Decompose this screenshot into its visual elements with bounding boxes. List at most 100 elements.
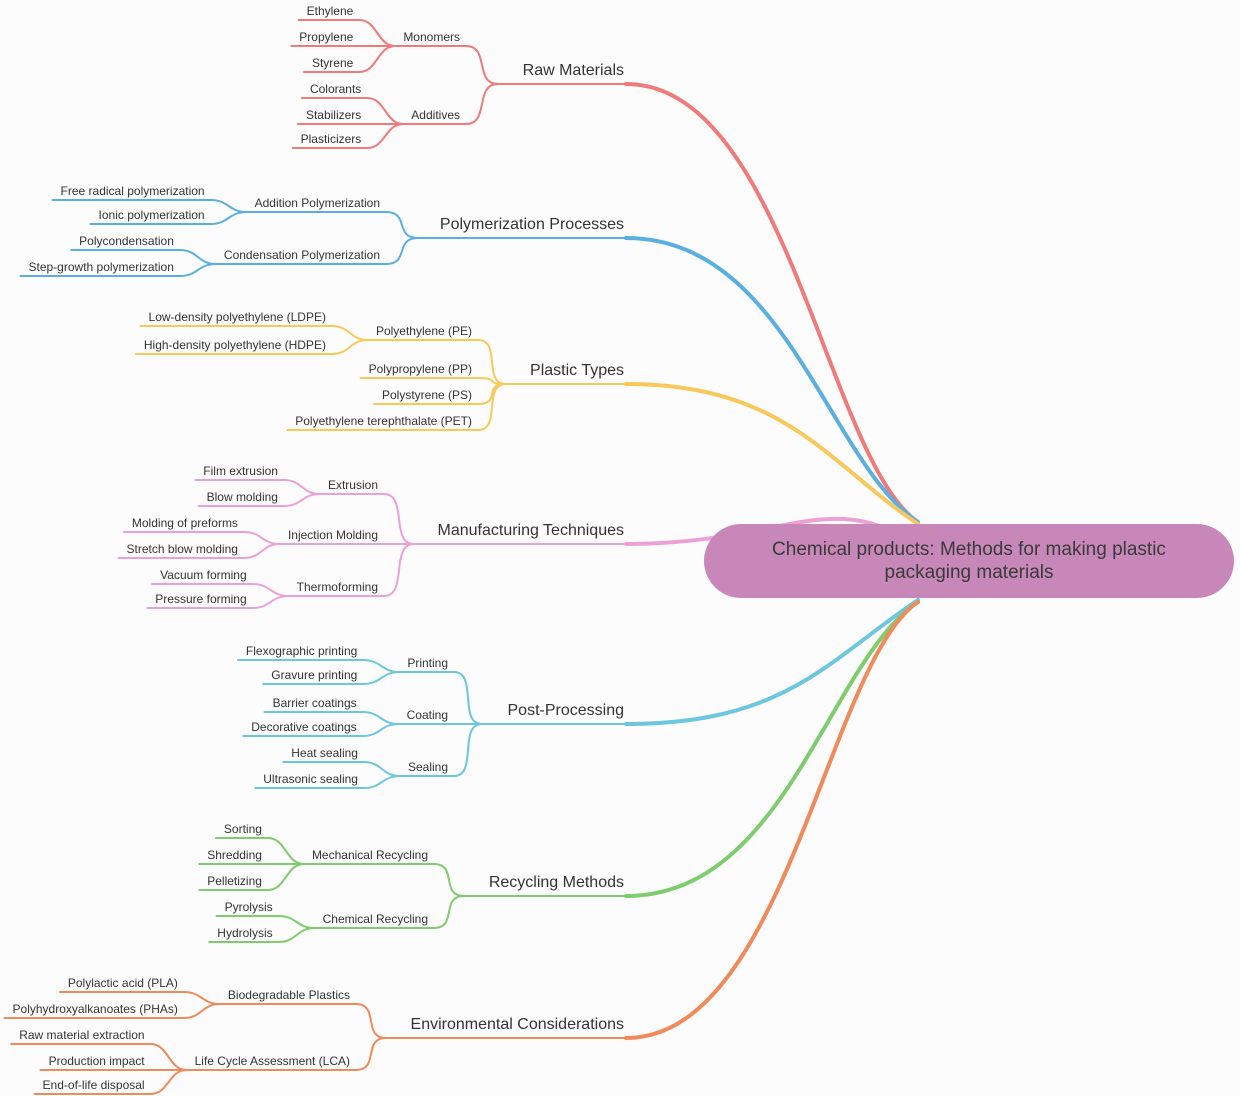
leaf-connector-3-0-0 <box>282 479 321 495</box>
sub-label-4-2[interactable]: Sealing <box>408 760 448 774</box>
sub-label-2-3[interactable]: Polyethylene terephthalate (PET) <box>295 414 472 428</box>
sub-label-2-1[interactable]: Polypropylene (PP) <box>369 362 472 376</box>
leaf-connector-5-0-2 <box>266 863 305 891</box>
sub-label-1-0[interactable]: Addition Polymerization <box>255 196 380 210</box>
leaf-label-4-0-1[interactable]: Gravure printing <box>271 668 357 682</box>
leaf-connector-6-0-1 <box>182 1003 221 1019</box>
leaf-label-6-1-0[interactable]: Raw material extraction <box>19 1028 144 1042</box>
leaf-connector-5-0-0 <box>266 837 305 865</box>
leaf-label-2-0-0[interactable]: Low-density polyethylene (LDPE) <box>149 310 326 324</box>
branch-connector-6 <box>624 600 920 1040</box>
leaf-label-1-0-1[interactable]: Ionic polymerization <box>99 208 205 222</box>
sub-label-6-0[interactable]: Biodegradable Plastics <box>228 988 350 1002</box>
branch-label-1[interactable]: Polymerization Processes <box>440 216 624 233</box>
branch-label-6[interactable]: Environmental Considerations <box>411 1016 624 1033</box>
branch-label-4[interactable]: Post-Processing <box>508 702 625 719</box>
sub-label-6-1[interactable]: Life Cycle Assessment (LCA) <box>195 1054 350 1068</box>
leaf-connector-6-0-0 <box>182 991 221 1005</box>
leaf-label-6-0-1[interactable]: Polyhydroxyalkanoates (PHAs) <box>13 1002 178 1016</box>
leaf-label-2-0-1[interactable]: High-density polyethylene (HDPE) <box>144 338 326 352</box>
sub-label-1-1[interactable]: Condensation Polymerization <box>224 248 380 262</box>
sub-connector-2-1 <box>477 377 507 385</box>
leaf-label-6-0-0[interactable]: Polylactic acid (PLA) <box>68 976 178 990</box>
leaf-label-4-1-1[interactable]: Decorative coatings <box>251 720 356 734</box>
sub-label-5-1[interactable]: Chemical Recycling <box>323 912 428 926</box>
sub-label-5-0[interactable]: Mechanical Recycling <box>312 848 428 862</box>
leaf-label-5-0-2[interactable]: Pelletizing <box>207 874 262 888</box>
leaf-connector-5-1-1 <box>277 927 316 943</box>
branch-label-5[interactable]: Recycling Methods <box>489 874 624 891</box>
sub-label-2-2[interactable]: Polystyrene (PS) <box>382 388 472 402</box>
leaf-label-3-2-1[interactable]: Pressure forming <box>155 592 246 606</box>
leaf-label-0-1-1[interactable]: Stabilizers <box>306 108 361 122</box>
leaf-label-4-0-0[interactable]: Flexographic printing <box>246 644 357 658</box>
leaf-connector-3-2-0 <box>251 583 290 597</box>
leaf-label-0-0-0[interactable]: Ethylene <box>307 4 354 18</box>
leaf-connector-0-1-2 <box>366 123 405 149</box>
sub-connector-1-0 <box>385 211 419 239</box>
leaf-connector-6-1-2 <box>149 1069 188 1095</box>
leaf-connector-0-0-0 <box>358 19 397 47</box>
branch-label-3[interactable]: Manufacturing Techniques <box>438 522 625 539</box>
leaf-label-4-2-1[interactable]: Ultrasonic sealing <box>263 772 358 786</box>
leaf-label-1-1-1[interactable]: Step-growth polymerization <box>29 260 174 274</box>
leaf-label-5-0-1[interactable]: Shredding <box>207 848 262 862</box>
leaf-connector-2-0-0 <box>330 325 369 341</box>
leaf-label-3-1-1[interactable]: Stretch blow molding <box>127 542 238 556</box>
branch-label-2[interactable]: Plastic Types <box>530 362 624 379</box>
leaf-connector-3-2-1 <box>251 595 290 609</box>
sub-label-3-1[interactable]: Injection Molding <box>288 528 378 542</box>
leaf-connector-4-2-1 <box>362 775 401 789</box>
leaf-connector-2-0-1 <box>330 339 369 355</box>
sub-connector-6-1 <box>355 1037 387 1071</box>
sub-label-4-0[interactable]: Printing <box>407 656 448 670</box>
leaf-label-1-1-0[interactable]: Polycondensation <box>79 234 174 248</box>
leaf-label-6-1-2[interactable]: End-of-life disposal <box>43 1078 145 1092</box>
leaf-label-5-1-0[interactable]: Pyrolysis <box>225 900 273 914</box>
leaf-connector-1-0-1 <box>209 211 248 225</box>
leaf-connector-0-0-2 <box>358 45 397 73</box>
leaf-label-3-0-1[interactable]: Blow molding <box>207 490 278 504</box>
sub-connector-5-1 <box>433 895 465 929</box>
leaf-connector-3-0-1 <box>282 493 321 507</box>
leaf-label-3-2-0[interactable]: Vacuum forming <box>160 568 246 582</box>
leaf-label-5-0-0[interactable]: Sorting <box>224 822 262 836</box>
leaf-label-5-1-1[interactable]: Hydrolysis <box>217 926 272 940</box>
leaf-connector-1-0-0 <box>209 199 248 213</box>
leaf-label-6-1-1[interactable]: Production impact <box>49 1054 146 1068</box>
sub-label-3-2[interactable]: Thermoforming <box>297 580 378 594</box>
sub-label-2-0[interactable]: Polyethylene (PE) <box>376 324 472 338</box>
leaf-label-0-0-2[interactable]: Styrene <box>312 56 354 70</box>
leaf-connector-4-2-0 <box>362 761 401 777</box>
leaf-connector-0-1-0 <box>366 97 405 125</box>
leaf-connector-1-1-1 <box>178 263 217 277</box>
leaf-connector-4-1-1 <box>361 723 400 737</box>
leaf-connector-6-1-0 <box>149 1043 188 1071</box>
branch-connector-5 <box>624 600 920 898</box>
sub-label-0-0[interactable]: Monomers <box>403 30 460 44</box>
leaf-label-3-0-0[interactable]: Film extrusion <box>203 464 278 478</box>
sub-label-3-0[interactable]: Extrusion <box>328 478 378 492</box>
branch-connector-1 <box>624 236 920 524</box>
sub-label-4-1[interactable]: Coating <box>407 708 448 722</box>
root-node[interactable]: Chemical products: Methods for making pl… <box>704 524 1234 598</box>
leaf-label-1-0-0[interactable]: Free radical polymerization <box>61 184 205 198</box>
branch-connector-0 <box>624 82 920 524</box>
sub-connector-1-1 <box>385 237 419 265</box>
leaf-label-4-2-0[interactable]: Heat sealing <box>291 746 358 760</box>
root-label: Chemical products: Methods for making pl… <box>772 539 1166 583</box>
sub-connector-0-1 <box>465 83 499 125</box>
leaf-label-3-1-0[interactable]: Molding of preforms <box>132 516 238 530</box>
branch-label-0[interactable]: Raw Materials <box>523 62 624 79</box>
sub-connector-3-0 <box>383 493 415 545</box>
leaf-connector-4-0-0 <box>362 659 401 673</box>
sub-connector-4-0 <box>453 671 483 725</box>
sub-connector-2-0 <box>477 339 507 385</box>
leaf-connector-4-0-1 <box>362 671 401 685</box>
sub-label-0-1[interactable]: Additives <box>411 108 460 122</box>
leaf-label-4-1-0[interactable]: Barrier coatings <box>273 696 357 710</box>
leaf-label-0-1-0[interactable]: Colorants <box>310 82 361 96</box>
leaf-label-0-0-1[interactable]: Propylene <box>299 30 353 44</box>
leaf-connector-1-1-0 <box>178 249 217 265</box>
leaf-label-0-1-2[interactable]: Plasticizers <box>301 132 362 146</box>
